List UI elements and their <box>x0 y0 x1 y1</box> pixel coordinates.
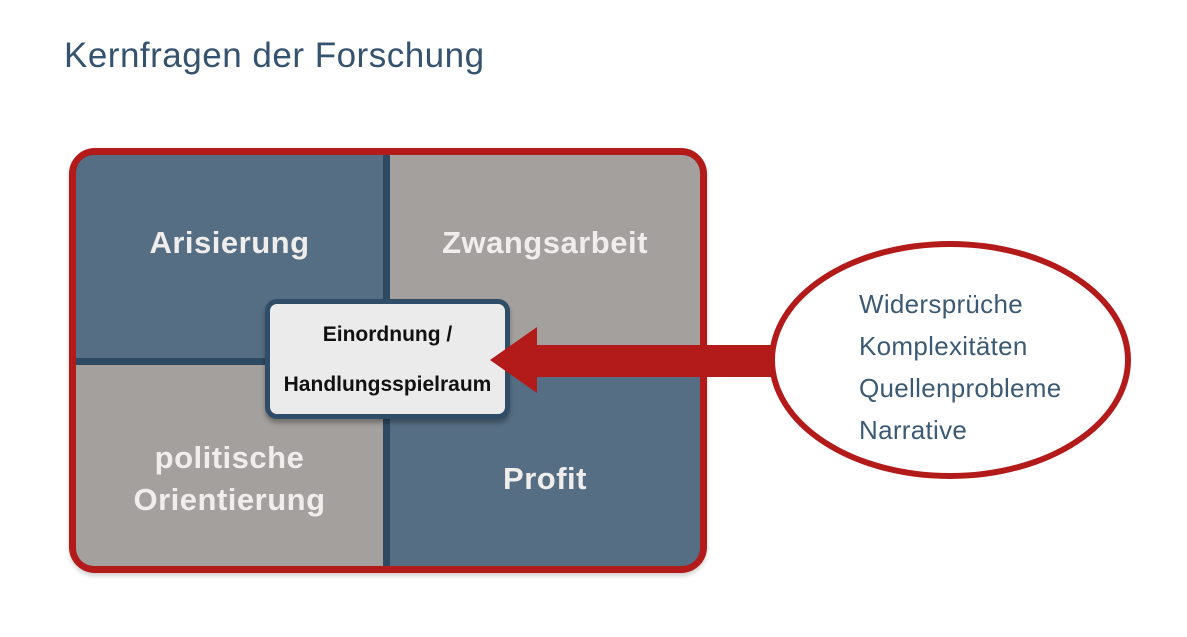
quadrant-grid: Arisierung Zwangsarbeit politische Orien… <box>69 148 707 573</box>
quadrant-label: Profit <box>503 460 587 496</box>
annotation-item: Quellenprobleme <box>859 373 1062 403</box>
quadrant-label: Arisierung <box>149 224 310 260</box>
center-box-line1: Einordnung / <box>322 322 453 346</box>
annotation-item: Narrative <box>859 415 968 445</box>
quadrant-grid-inner: Arisierung Zwangsarbeit politische Orien… <box>76 155 700 566</box>
arrow-left-icon <box>490 327 785 393</box>
annotation-item: Widersprüche <box>859 289 1023 319</box>
annotation-ellipse: Widersprüche Komplexitäten Quellenproble… <box>769 241 1131 479</box>
page-title: Kernfragen der Forschung <box>64 36 485 75</box>
annotation-item: Komplexitäten <box>859 331 1028 361</box>
quadrant-zwangsarbeit: Zwangsarbeit <box>390 155 700 358</box>
center-box: Einordnung / Handlungsspielraum <box>265 299 510 419</box>
arrow-left-shape <box>490 327 785 393</box>
quadrant-label: politische Orientierung <box>133 439 326 517</box>
center-box-line2: Handlungsspielraum <box>283 372 492 396</box>
annotation-list: Widersprüche Komplexitäten Quellenproble… <box>775 247 1125 451</box>
quadrant-label: Zwangsarbeit <box>442 224 648 260</box>
